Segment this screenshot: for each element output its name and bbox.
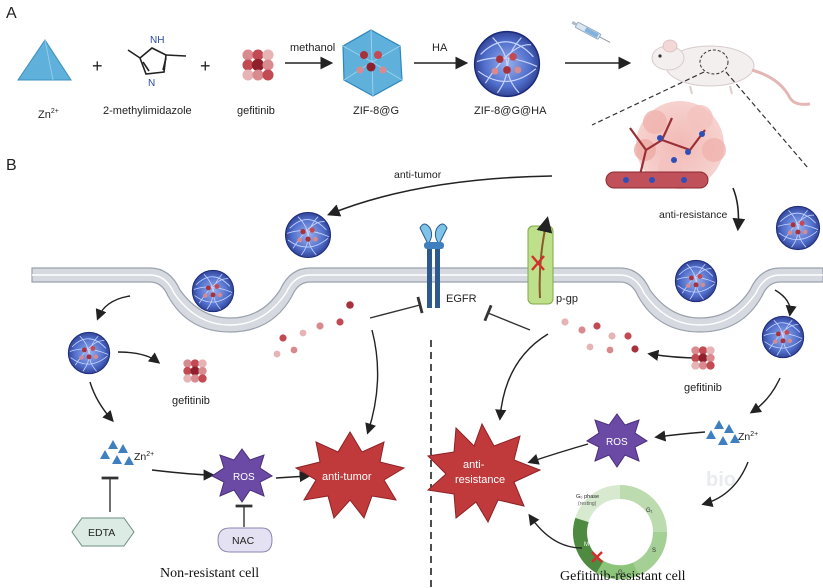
zinc-tetrahedron-icon [17,39,72,81]
arrow-pgp-to-antiresistance [495,333,549,421]
panel-a-letter: A [6,5,17,22]
zif8gha-nanoparticle-icon [473,30,541,98]
cycle-g1-label: G₁ [646,508,653,514]
ha-label: HA [432,42,448,54]
arrow-egfr-to-antitumor [365,329,379,435]
zn-label: Zn2+ [38,108,59,121]
zoom-line-right [725,71,809,169]
n-label: N [148,78,155,89]
drug-molecules-left [273,301,354,358]
anti-resistance-label-1: anti- [463,459,485,471]
nac-badge [217,527,273,553]
cycle-m-label: M [584,542,589,548]
anti-tumor-arrow-label: anti-tumor [394,169,442,181]
arrow-ros-to-antiresistance [527,443,589,465]
gefitinib-label-a: gefitinib [237,105,275,117]
drug-molecules-right [561,318,639,354]
nanoparticle-internalized-right [761,315,805,359]
zif8g-label: ZIF-8@G [353,105,399,117]
syringe-icon [571,20,611,43]
non-resistant-cell-label: Non-resistant cell [160,566,259,581]
cell-cycle-ring-icon [573,485,668,580]
panel-b-letter: B [6,157,17,174]
arrow-endocytosis-left [95,295,131,321]
inhibit-egfr-left [369,296,424,319]
anti-resistance-arrow-label: anti-resistance [659,209,727,221]
edta-badge [71,517,135,547]
anti-resistance-star [426,422,542,524]
methylimidazole-structure-icon [127,47,187,75]
cycle-s-label: S [652,548,656,554]
biorender-watermark: bio [706,469,736,491]
arrow-zn-to-cell-cycle [701,461,749,508]
zoom-line-left [591,71,705,126]
arrow-zn-to-ros-right [654,430,706,442]
cycle-g0-label: G₀ phase [576,494,599,500]
ros-star-left [211,448,273,503]
nanoparticle-endocytosis-right [674,259,718,303]
pgp-transporter-icon [527,216,554,305]
anti-resistance-arrow [732,187,746,232]
gefitinib-label-left: gefitinib [172,395,210,407]
ros-label-left: ROS [233,472,255,483]
zn-label-right: Zn2+ [738,431,758,443]
zinc-ions-left-icon [100,440,134,465]
edta-label: EDTA [88,527,115,539]
inhibit-egfr-right [483,304,531,331]
egfr-label: EGFR [446,293,477,305]
ros-label-right: ROS [606,437,628,448]
nac-label: NAC [232,535,255,547]
blood-vessel-icon [605,171,709,189]
pgp-label: p-gp [556,293,578,305]
egfr-receptor-icon [419,223,448,308]
gefitinib-label-right: gefitinib [684,382,722,394]
arrow-zn-to-ros-left [151,469,215,481]
arrow-ros-to-antitumor [275,470,311,483]
cycle-resting-label: (resting) [578,501,597,507]
anti-resistance-label-2: resistance [455,474,505,486]
arrow-release-zn-left [89,381,114,423]
zn-label-left: Zn2+ [134,451,154,463]
methylimidazole-label: 2-methylimidazole [103,105,192,117]
tumor-icon [629,101,726,189]
gefitinib-cluster-right-icon [691,346,715,370]
ros-star-right [586,413,648,468]
anti-tumor-arrow [327,175,553,217]
gefitinib-cluster-left-icon [183,359,207,383]
nanoparticle-internalized-left [67,331,111,375]
zinc-ions-right-icon [706,420,740,445]
arrow-release-zn-right [749,377,781,414]
gefitinib-cluster-icon [242,49,274,81]
anti-tumor-star-label: anti-tumor [322,471,372,483]
nh-label: NH [150,35,164,46]
arrow-release-gefitinib-left [117,351,161,364]
cycle-g2-label: G₂ [618,570,626,576]
arrow-cycle-to-antiresistance [528,513,583,549]
mouse-icon [651,39,811,106]
anti-tumor-star [294,431,406,520]
nanoparticle-approaching-right [775,205,821,251]
zif8g-crystal-icon [342,29,403,97]
plus-sign-2: + [200,56,211,76]
methanol-label: methanol [290,42,335,54]
nanoparticle-approaching-left [285,212,331,258]
gefitinib-resistant-cell-label: Gefitinib-resistant cell [560,569,686,584]
zif8gha-label: ZIF-8@G@HA [474,105,547,117]
plus-sign-1: + [92,56,103,76]
nanoparticle-endocytosis-left [191,269,235,313]
arrow-endocytosis-right [774,289,797,317]
